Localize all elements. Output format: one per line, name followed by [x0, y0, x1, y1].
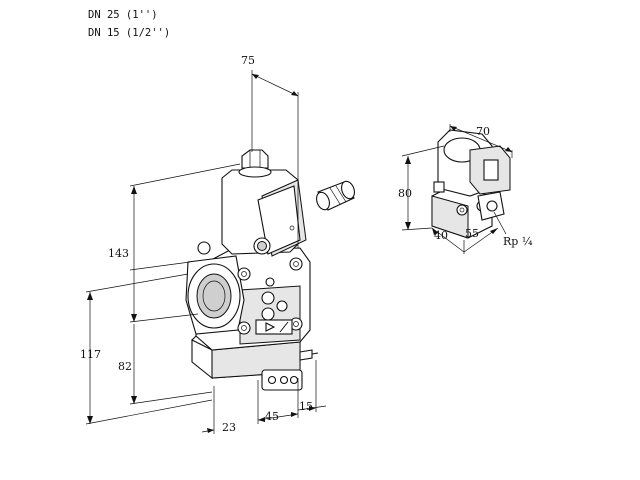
- dim-70: 70: [476, 125, 490, 138]
- detail-valve-assembly: [431, 129, 511, 239]
- dim-117: 117: [80, 348, 101, 361]
- dim-40: 40: [434, 229, 448, 242]
- main-valve-assembly: [185, 149, 355, 391]
- detail-base-port-1: [456, 204, 468, 216]
- flange-bolt-2-core: [241, 271, 247, 277]
- header-dn25: DN 25 (1''): [88, 9, 158, 21]
- dim-55: 55: [465, 227, 479, 240]
- dim117-ext-top: [85, 273, 189, 293]
- pressure-screw-1: [261, 291, 275, 305]
- dim117-arrow-bottom: [87, 416, 93, 424]
- dim80-ext-top: [401, 145, 445, 157]
- dim82-ext-bottom: [129, 391, 213, 405]
- dim143-ext-top: [129, 163, 241, 187]
- flange-bolt-4-core: [293, 261, 299, 267]
- test-nipple-tip: [311, 352, 319, 355]
- pressure-screw-2: [261, 307, 275, 321]
- valve-base-side: [191, 339, 213, 380]
- connector-pin-2: [279, 375, 289, 385]
- dim70-line: [449, 125, 513, 153]
- detail-coil-window: [483, 159, 499, 181]
- adjust-slot: [279, 321, 289, 333]
- cover-plug-core: [257, 241, 267, 251]
- dim55-arrow: [490, 228, 498, 234]
- inlet-port-thread: [202, 280, 226, 312]
- detail-base-port-1-core: [459, 207, 465, 213]
- dim-45: 45: [265, 410, 279, 423]
- dim75-arrow-right: [291, 91, 298, 96]
- dim40-55-line: [431, 227, 465, 253]
- flange-bolt-3-core: [241, 325, 247, 331]
- cable-gland: [316, 180, 355, 211]
- dim117-ext-bottom: [85, 399, 213, 425]
- dim82-arrow-bottom: [131, 396, 137, 404]
- pressure-screw-3: [276, 300, 288, 312]
- dim143-ext-bottom: [129, 313, 199, 323]
- dim75-arrow-left: [252, 74, 259, 79]
- detail-view-dimensions: 70 80 40 55 Rp ¼: [398, 124, 533, 254]
- dim23-arrow: [207, 428, 214, 433]
- dim-82: 82: [118, 360, 132, 373]
- cable-gland-nut: [341, 180, 355, 200]
- dim15-arrow: [309, 406, 316, 411]
- cover-screw: [289, 225, 295, 231]
- inlet-port-inner: [196, 273, 232, 319]
- main-view-dimensions: 75 143 82 117 23 45 15: [80, 54, 327, 434]
- dim80-arrow-bottom: [405, 222, 411, 230]
- connector-pin-3: [289, 375, 299, 385]
- dim75-line: [251, 73, 299, 97]
- dim80-ext-bottom: [401, 227, 433, 231]
- flange-bolt-2: [237, 267, 251, 281]
- dim80-arrow-top: [405, 156, 411, 164]
- connector-pin-1: [267, 375, 277, 385]
- flow-arrow-icon: [265, 322, 276, 332]
- dim45-arrow-left: [258, 417, 265, 422]
- flange-bolt-1: [197, 241, 211, 255]
- rp-leader: [493, 211, 507, 235]
- detail-fitting-port: [486, 200, 498, 212]
- dim143-arrow-top: [131, 186, 137, 194]
- dim45-arrow-right: [291, 412, 298, 417]
- cable-gland-ridge-1: [329, 187, 341, 205]
- dim70-arrow-right: [505, 147, 512, 152]
- thread-label: Rp ¼: [503, 235, 533, 248]
- top-plate-screw: [265, 277, 275, 287]
- dim-80: 80: [398, 187, 412, 200]
- detail-left-plug: [433, 181, 445, 193]
- test-nipple: [299, 349, 313, 361]
- dim-23: 23: [222, 421, 236, 434]
- dim82-ext-top: [129, 261, 191, 271]
- solenoid-cover-face: [257, 185, 301, 255]
- flange-bolt-5-core: [293, 321, 299, 327]
- flange-bolt-4: [289, 257, 303, 271]
- dim117-arrow-top: [87, 292, 93, 300]
- dim70-arrow-left: [450, 126, 457, 131]
- dim-75: 75: [241, 54, 255, 67]
- top-nut: [241, 149, 269, 169]
- top-nut-collar: [238, 166, 272, 178]
- flange-bolt-3: [237, 321, 251, 335]
- dim40-arrow: [432, 228, 438, 235]
- cable-gland-ridge-2: [335, 185, 347, 203]
- header-dn15: DN 15 (1/2''): [88, 27, 170, 39]
- dim143-arrow-bottom: [131, 314, 137, 322]
- cable-gland-end: [316, 191, 330, 211]
- dim-143: 143: [108, 247, 129, 260]
- dim-15: 15: [299, 400, 313, 413]
